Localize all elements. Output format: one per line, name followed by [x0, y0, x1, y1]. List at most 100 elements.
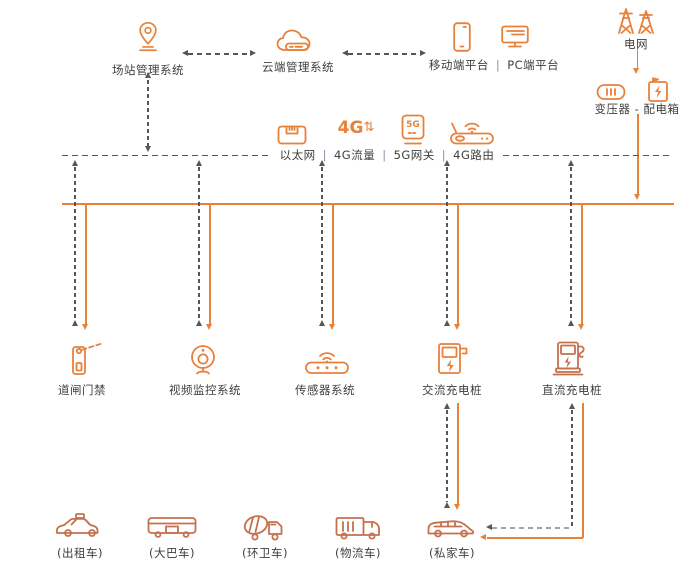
arrowhead: [329, 324, 335, 330]
location-pin-icon: [131, 18, 165, 56]
monitor-icon: [501, 25, 529, 49]
camera-data-link: [198, 167, 200, 320]
dc-charger-data-link: [570, 167, 572, 320]
platforms-separator: |: [495, 58, 501, 72]
arrowhead: [206, 324, 212, 330]
ethernet-label: 以太网: [279, 148, 316, 162]
camera-power-link: [209, 204, 211, 325]
platforms-label: 移动端平台 | PC端平台: [429, 57, 559, 73]
bus-icon: [146, 514, 198, 540]
network-bus-right: [503, 154, 673, 156]
sensor-label: 传感器系统: [295, 383, 355, 397]
dc-charger-label: 直流充电桩: [542, 383, 602, 397]
sensor-icon: [303, 347, 351, 375]
arrowhead: [144, 146, 151, 152]
transformer-coil-icon: [596, 80, 626, 104]
arrowhead: [486, 524, 492, 530]
arrowhead: [443, 320, 450, 326]
gate-data-link: [74, 167, 76, 320]
arrowhead: [342, 49, 348, 56]
power-bus-line: [62, 203, 674, 205]
4g-data-label: 4G流量: [333, 148, 376, 162]
arrowhead: [578, 324, 584, 330]
arrowhead: [182, 49, 188, 56]
cloud-platform-link: [348, 53, 420, 55]
ac-charger-label: 交流充电桩: [422, 383, 482, 397]
5g-gateway-label: 5G网关: [393, 148, 435, 162]
arrowhead: [567, 320, 574, 326]
mobile-platform-label: 移动端平台: [428, 58, 489, 72]
private-car-icon: [425, 513, 479, 541]
dc-car-data-link-v: [571, 410, 573, 528]
separator: |: [382, 148, 387, 162]
arrowhead: [71, 160, 78, 166]
network-bus-left: [62, 154, 268, 156]
logistics-truck-label: (物流车): [335, 546, 381, 560]
dc-charger-icon: [551, 340, 589, 378]
arrowhead: [195, 160, 202, 166]
ac-car-power-link: [457, 403, 459, 506]
4g-router-label: 4G路由: [453, 148, 495, 162]
arrowhead: [633, 194, 640, 200]
dc-car-data-link-h: [492, 527, 572, 529]
arrowhead: [568, 403, 575, 409]
sensor-power-link: [332, 204, 334, 325]
ac-charger-power-link: [457, 204, 459, 325]
arrowhead: [567, 160, 574, 166]
ac-car-data-link: [446, 410, 448, 502]
4g-logo-arrows-icon: ⇅: [363, 120, 375, 135]
surveillance-camera-icon: [187, 342, 219, 378]
station-label: 场站管理系统: [112, 63, 184, 77]
sanitation-truck-label: (环卫车): [242, 546, 288, 560]
taxi-icon: [54, 512, 106, 540]
4g-logo: 4G⇅: [338, 118, 375, 138]
cloud-icon: [274, 27, 320, 57]
gate-label: 道闸门禁: [58, 383, 106, 397]
arrowhead: [82, 324, 88, 330]
bus-label: (大巴车): [149, 546, 195, 560]
arrowhead: [633, 68, 640, 74]
dc-charger-power-link: [581, 204, 583, 325]
arrowhead: [250, 49, 256, 56]
gate-power-link: [85, 204, 87, 325]
station-cloud-link: [188, 53, 250, 55]
dc-car-power-link-v: [582, 403, 584, 538]
arrowhead: [420, 49, 426, 56]
arrowhead: [480, 534, 486, 540]
ac-charger-data-link: [446, 167, 448, 320]
transformer-label: 变压器 - 配电箱: [594, 102, 680, 116]
smartphone-icon: [453, 22, 471, 52]
sensor-data-link: [321, 167, 323, 320]
arrowhead: [318, 160, 325, 166]
arrowhead: [454, 324, 460, 330]
pc-platform-label: PC端平台: [507, 58, 560, 72]
arrowhead: [195, 320, 202, 326]
dc-car-power-link-h: [487, 537, 583, 539]
5g-badge: 5G: [406, 120, 420, 130]
arrowhead: [443, 403, 450, 409]
arrowhead: [144, 72, 151, 78]
grid-label: 电网: [624, 37, 648, 51]
arrowhead: [71, 320, 78, 326]
arrowhead: [454, 504, 460, 510]
5g-gateway-icon: 5G: [400, 114, 426, 146]
taxi-label: (出租车): [57, 546, 103, 560]
logistics-truck-icon: [334, 514, 382, 542]
grid-transformer-link: [636, 50, 638, 70]
4g-logo-text: 4G: [337, 118, 364, 138]
ac-charger-icon: [434, 342, 470, 376]
private-car-label: (私家车): [429, 546, 475, 560]
barrier-gate-icon: [66, 341, 104, 377]
transmission-tower-icon: [614, 5, 658, 35]
separator: |: [322, 148, 327, 162]
arrowhead: [443, 502, 450, 508]
distribution-box-icon: [647, 77, 669, 103]
arrowhead: [443, 160, 450, 166]
network-labels: 以太网 | 4G流量 | 5G网关 | 4G路由: [280, 147, 495, 163]
camera-label: 视频监控系统: [169, 383, 241, 397]
ethernet-port-icon: [277, 124, 307, 146]
arrowhead: [318, 320, 325, 326]
separator: |: [441, 148, 447, 162]
wifi-router-icon: [449, 118, 495, 146]
